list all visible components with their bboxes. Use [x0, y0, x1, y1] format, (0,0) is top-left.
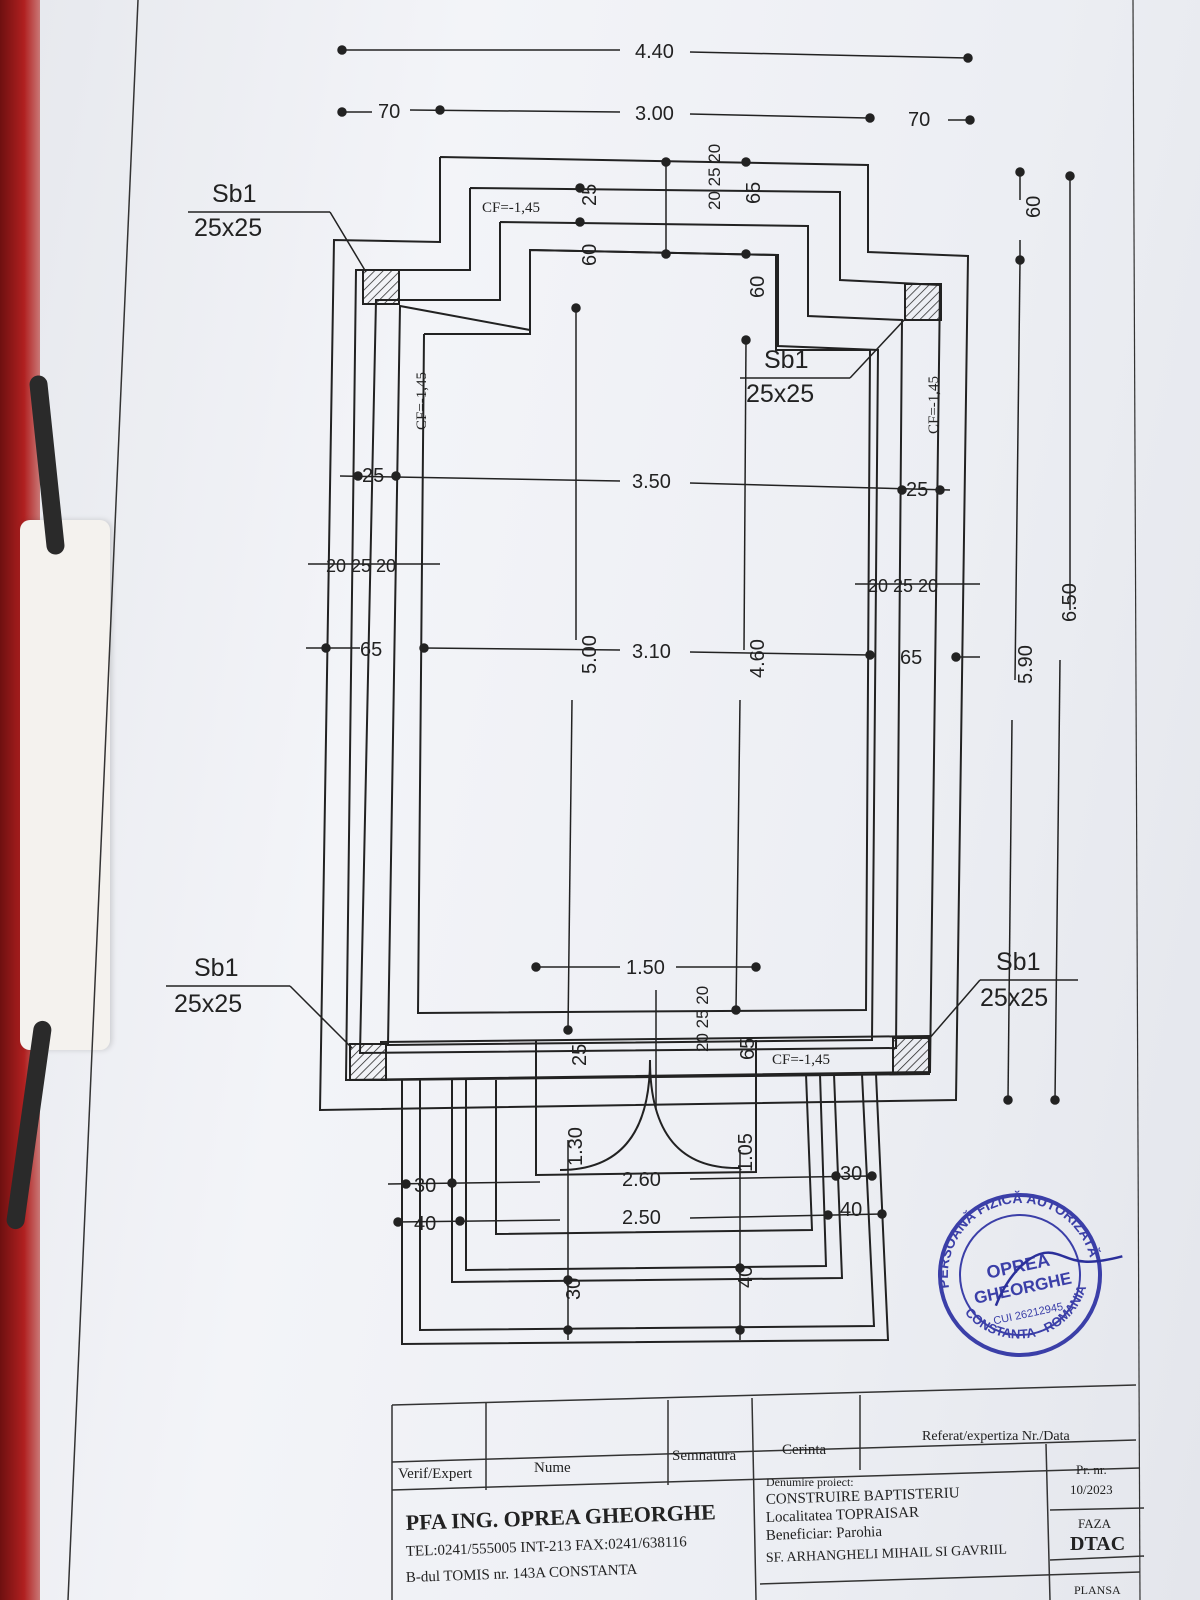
- project-name: CONSTRUIRE BAPTISTERIU: [766, 1485, 960, 1508]
- dim-height-460: 4.60: [747, 639, 769, 678]
- dim-left-stack: 20 25 20: [326, 556, 396, 576]
- dim-left-65: 65: [360, 639, 382, 661]
- plan-outlines: [318, 156, 970, 1346]
- cf-label-right: CF=-1,45: [926, 376, 942, 434]
- dim-overall-width: 4.40: [635, 41, 674, 63]
- dim-left-40: 40: [414, 1213, 436, 1235]
- dim-top-25: 25: [579, 184, 601, 206]
- dim-width-310: 3.10: [632, 641, 671, 663]
- dim-height-500: 5.00: [579, 635, 601, 674]
- dim-right-stack: 20 25 20: [868, 576, 938, 596]
- cf-label-bottom: CF=-1,45: [772, 1052, 830, 1068]
- dim-bottom-25: 25: [569, 1044, 591, 1066]
- dimension-lines: [166, 45, 1078, 1340]
- title-header-report: Referat/expertiza Nr./Data: [922, 1429, 1070, 1444]
- dim-height-130: 1.30: [565, 1127, 587, 1166]
- cf-label-left: CF=-1,45: [414, 372, 430, 430]
- dim-top-65: 65: [743, 182, 765, 204]
- cf-label-top: CF=-1,45: [482, 200, 540, 216]
- phase-label: FAZA: [1078, 1516, 1112, 1531]
- title-header-verif: Verif/Expert: [398, 1466, 473, 1482]
- project-number: 10/2023: [1070, 1482, 1113, 1497]
- signature-icon: [994, 1251, 1123, 1307]
- sheet-label: PLANSA: [1074, 1583, 1121, 1597]
- project-beneficiary: Beneficiar: Parohia: [766, 1524, 883, 1544]
- column-label-size: 25x25: [174, 990, 242, 1018]
- title-header-name: Nume: [534, 1460, 571, 1476]
- dim-bottom-30: 30: [563, 1278, 585, 1300]
- column-label-name: Sb1: [996, 948, 1040, 976]
- column-squares: [349, 269, 942, 1081]
- dim-bottom-65: 65: [737, 1038, 759, 1060]
- dim-right-40: 40: [840, 1199, 862, 1221]
- dim-bottom-stack: 20 25 20: [693, 986, 712, 1052]
- dim-inner-width: 3.00: [635, 103, 674, 125]
- company-address: B-dul TOMIS nr. 143A CONSTANTA: [406, 1562, 638, 1586]
- project-number-label: Pr. nr.: [1076, 1462, 1107, 1477]
- company-phone: TEL:0241/555005 INT-213 FAX:0241/638116: [406, 1534, 688, 1560]
- dim-right-top: 60: [1023, 196, 1045, 218]
- dim-left-offset: 70: [378, 101, 400, 123]
- title-header-requirement: Cerinta: [782, 1442, 826, 1458]
- dim-right-25: 25: [906, 479, 928, 501]
- phase-value: DTAC: [1070, 1533, 1125, 1555]
- dim-left-25: 25: [362, 465, 384, 487]
- project-label: Denumire proiect:: [766, 1475, 854, 1489]
- column-label-size: 25x25: [746, 380, 814, 408]
- dim-right-30: 30: [840, 1163, 862, 1185]
- dim-width-250: 2.50: [622, 1207, 661, 1229]
- binder-strip: [20, 520, 110, 1050]
- column-label-name: Sb1: [194, 954, 238, 982]
- dim-top-stack: 20 25 20: [705, 144, 724, 210]
- dim-top-60-left: 60: [579, 244, 601, 266]
- column-label-size: 25x25: [194, 214, 262, 242]
- column-label-size: 25x25: [980, 984, 1048, 1012]
- dim-right-offset: 70: [908, 109, 930, 131]
- column-label-name: Sb1: [764, 346, 808, 374]
- dim-width-260: 2.60: [622, 1169, 661, 1191]
- project-beneficiary-name: SF. ARHANGHELI MIHAIL SI GAVRIIL: [766, 1543, 1008, 1566]
- dim-height-105: 1.05: [735, 1133, 757, 1172]
- dim-height-650: 6.50: [1059, 583, 1081, 622]
- title-block-grid: [391, 1384, 1145, 1600]
- column-label-name: Sb1: [212, 180, 256, 208]
- dim-right-65: 65: [900, 647, 922, 669]
- title-header-signature: Semnatura: [672, 1448, 736, 1464]
- dim-width-150: 1.50: [626, 957, 665, 979]
- dim-top-60-right: 60: [747, 276, 769, 298]
- project-locality: Localitatea TOPRAISAR: [766, 1505, 920, 1526]
- dim-left-30: 30: [414, 1175, 436, 1197]
- dim-width-350: 3.50: [632, 471, 671, 493]
- dim-bottom-40: 40: [735, 1266, 757, 1288]
- company-name: PFA ING. OPREA GHEORGHE: [405, 1499, 716, 1535]
- official-stamp: PERSOANĂ FIZICĂ AUTORIZATĂ CONSTANTA - R…: [919, 1174, 1123, 1357]
- dim-height-590: 5.90: [1015, 645, 1037, 684]
